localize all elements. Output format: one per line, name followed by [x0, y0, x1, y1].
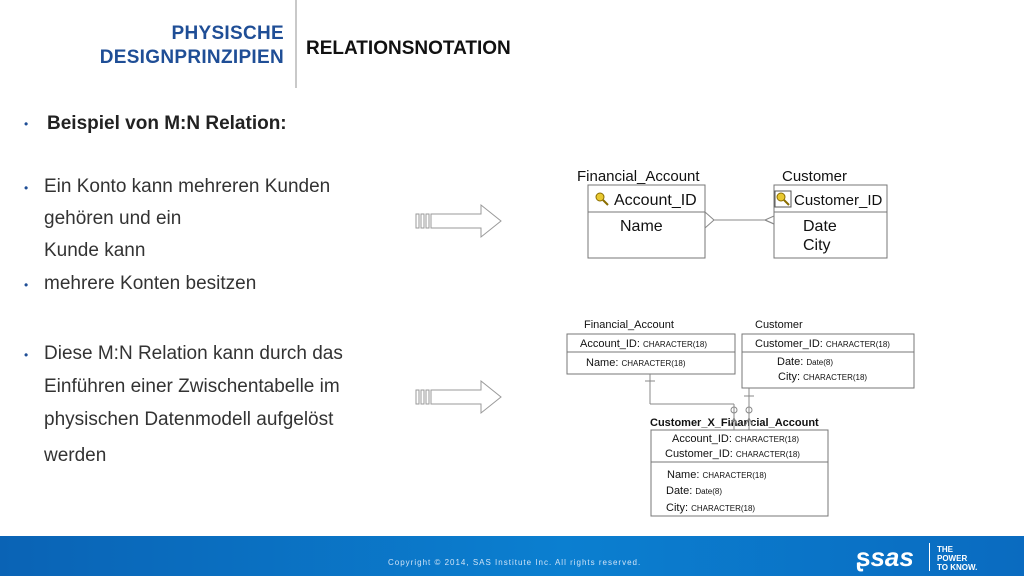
d2-fa-key: Account_ID: CHARACTER(18)	[580, 338, 707, 350]
d2-cu-date: Date: Date(8)	[777, 356, 833, 368]
field-type: CHARACTER(18)	[736, 450, 800, 459]
d1-cu-key: Customer_ID	[794, 192, 883, 209]
d2-x-key2: Customer_ID: CHARACTER(18)	[665, 448, 800, 460]
field-name: Date:	[666, 485, 692, 497]
arrow-right-icon	[415, 203, 502, 239]
d2-fa-entity	[566, 333, 736, 375]
footer-bar	[0, 536, 1024, 576]
section-title-line2: DESIGNPRINZIPIEN	[99, 47, 284, 68]
bullet-dot: •	[24, 117, 29, 131]
d1-fa-entity	[587, 184, 706, 259]
field-type: CHARACTER(18)	[803, 373, 867, 382]
bullet-dot: •	[24, 348, 29, 362]
bullet-text: physischen Datenmodell aufgelöst	[44, 409, 334, 430]
d2-cu-title: Customer	[755, 319, 803, 331]
bullet-text: gehören und ein	[44, 208, 182, 229]
arrow-right-icon	[415, 379, 502, 415]
bullet-text: Diese M:N Relation kann durch das	[44, 343, 343, 364]
field-name: Account_ID:	[672, 433, 732, 445]
section-title-line1: PHYSISCHE	[171, 23, 284, 44]
bullet-text: werden	[44, 445, 107, 466]
d2-x-attr3: City: CHARACTER(18)	[666, 502, 755, 514]
header-divider	[295, 0, 297, 88]
d2-x-title: Customer_X_Financial_Account	[650, 417, 819, 429]
bullet-text: Einführen einer Zwischentabelle im	[44, 376, 340, 397]
field-type: CHARACTER(18)	[826, 340, 890, 349]
relation-connector	[645, 374, 754, 430]
tagline-line: POWER	[937, 554, 968, 563]
d2-fa-attr: Name: CHARACTER(18)	[586, 357, 686, 369]
tagline-line: THE	[937, 545, 953, 554]
d1-fa-title: Financial_Account	[577, 168, 700, 185]
d1-cu-attr1: Date	[803, 218, 837, 235]
key-icon	[595, 192, 609, 206]
sas-logo-text: sas	[870, 542, 914, 572]
d1-cu-title: Customer	[782, 168, 847, 185]
sas-logo: ʂsas	[856, 542, 914, 572]
key-icon	[774, 190, 792, 208]
d2-fa-title: Financial_Account	[584, 319, 674, 331]
field-name: Customer_ID:	[665, 448, 733, 460]
field-name: Date:	[777, 356, 803, 368]
d2-x-attr2: Date: Date(8)	[666, 485, 722, 497]
copyright-text: Copyright © 2014, SAS Institute Inc. All…	[388, 558, 642, 567]
tagline: THE POWER TO KNOW.	[937, 545, 977, 572]
bullet-dot: •	[24, 278, 29, 292]
d2-x-entity	[650, 429, 829, 517]
tagline-line: TO KNOW.	[937, 563, 978, 572]
field-type: Date(8)	[806, 358, 833, 367]
section-title: PHYSISCHE DESIGNPRINZIPIEN	[0, 22, 284, 70]
bullet-dot: •	[24, 181, 29, 195]
d2-cu-key: Customer_ID: CHARACTER(18)	[755, 338, 890, 350]
d2-x-attr1: Name: CHARACTER(18)	[667, 469, 767, 481]
field-type: CHARACTER(18)	[735, 435, 799, 444]
d1-fa-attr: Name	[620, 218, 663, 235]
d1-fa-key: Account_ID	[614, 192, 697, 209]
d1-cu-entity	[773, 184, 888, 259]
field-type: CHARACTER(18)	[702, 471, 766, 480]
d1-cu-attr2: City	[803, 237, 831, 254]
field-type: CHARACTER(18)	[621, 359, 685, 368]
field-type: Date(8)	[695, 487, 722, 496]
bullet-heading: Beispiel von M:N Relation:	[47, 113, 287, 134]
logo-divider	[929, 543, 930, 571]
field-type: CHARACTER(18)	[691, 504, 755, 513]
diagram-canvas: Financial_Account Account_ID Name Custom…	[415, 168, 915, 517]
field-type: CHARACTER(18)	[643, 340, 707, 349]
mn-relation-line	[704, 211, 775, 229]
field-name: City:	[778, 371, 800, 383]
bullet-text: mehrere Konten besitzen	[44, 273, 257, 294]
field-name: Name:	[586, 357, 618, 369]
field-name: Customer_ID:	[755, 338, 823, 350]
bullet-text: Kunde kann	[44, 240, 146, 261]
d2-x-key1: Account_ID: CHARACTER(18)	[672, 433, 799, 445]
bullet-text: Ein Konto kann mehreren Kunden	[44, 176, 331, 197]
d2-cu-city: City: CHARACTER(18)	[778, 371, 867, 383]
field-name: City:	[666, 502, 688, 514]
field-name: Name:	[667, 469, 699, 481]
d2-cu-entity	[741, 333, 915, 389]
field-name: Account_ID:	[580, 338, 640, 350]
slide-title: RELATIONSNOTATION	[306, 38, 511, 59]
